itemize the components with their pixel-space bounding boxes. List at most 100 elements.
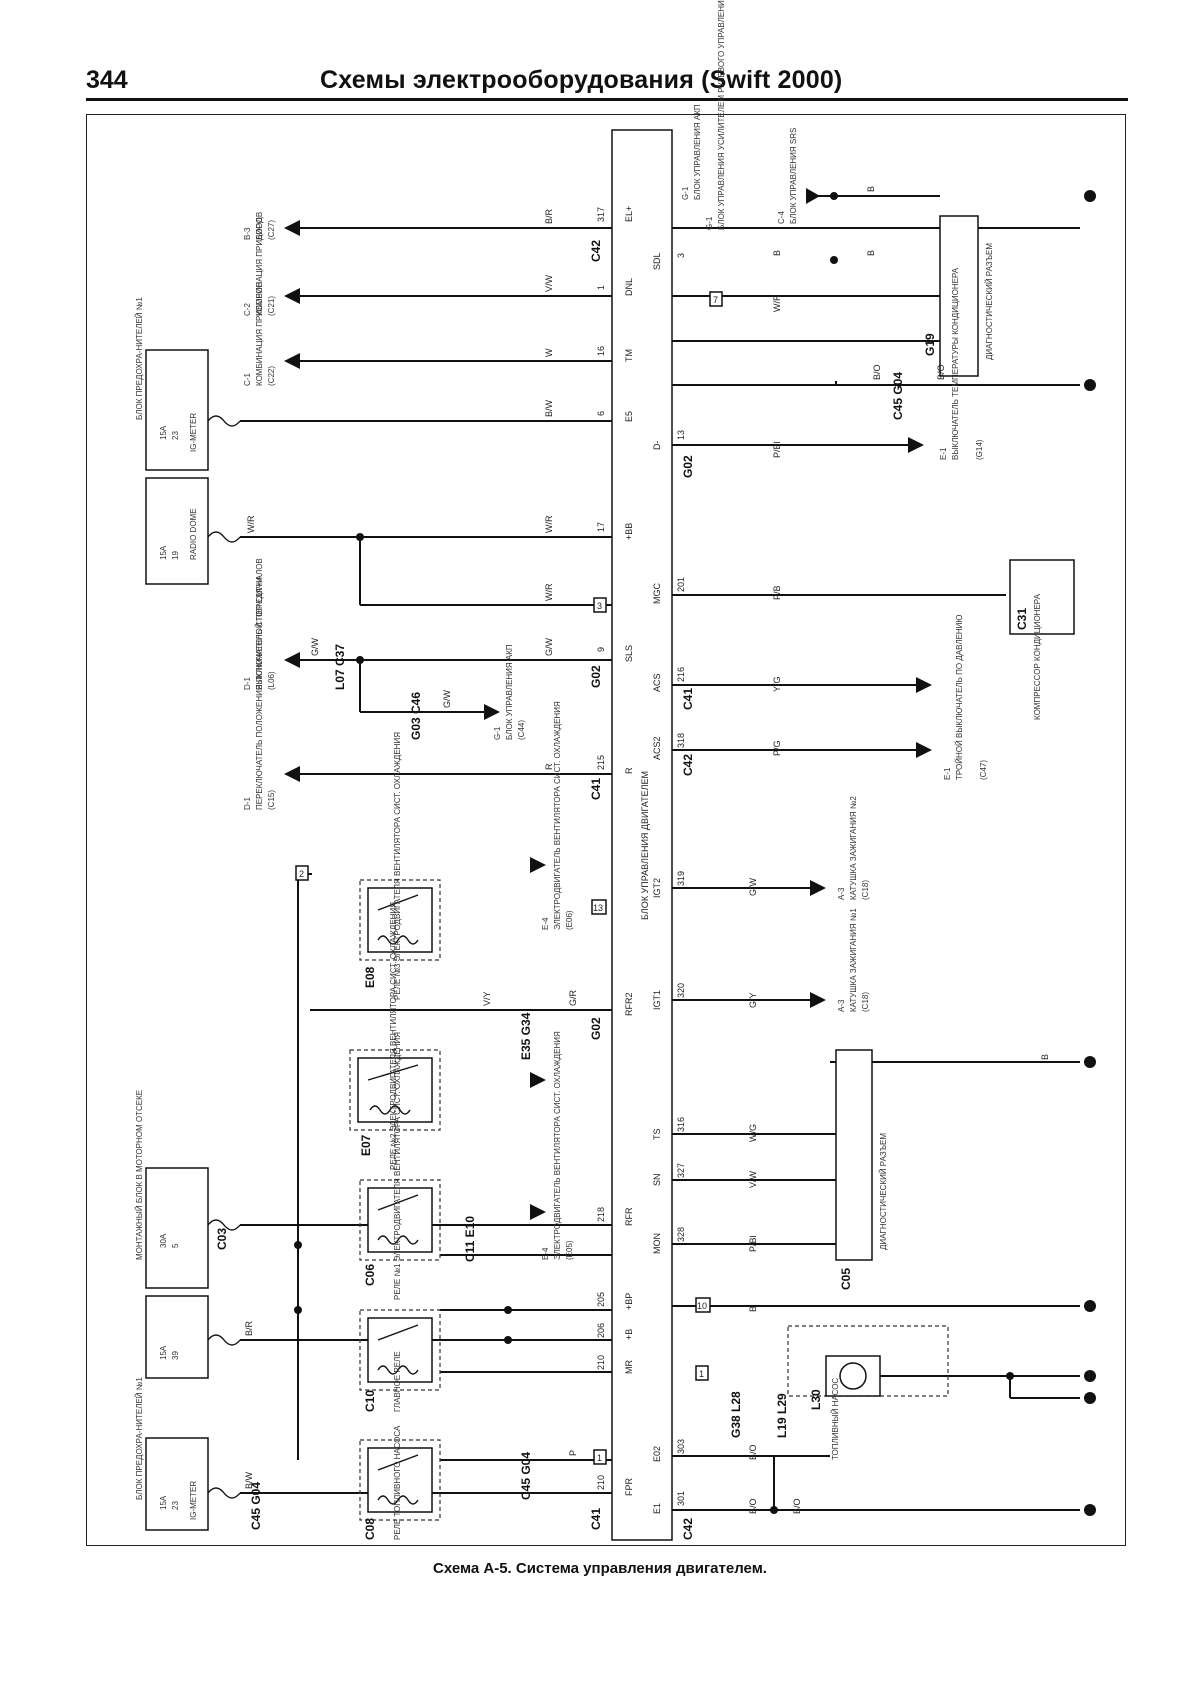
fuse-rating-2: 15A bbox=[159, 545, 168, 560]
wire-label: V/Y bbox=[482, 991, 492, 1006]
wire-label: G/W bbox=[748, 877, 758, 896]
target-cluster-2: КОМБИНАЦИЯ ПРИБОРОВ bbox=[255, 212, 264, 316]
fuel-pump-conn: L30 bbox=[809, 1389, 823, 1410]
wire-label: B bbox=[772, 250, 782, 256]
splice-label: G03 C46 bbox=[409, 692, 423, 740]
diag-connector-c05 bbox=[835, 1049, 873, 1261]
target-fan-motor-2-conn: (E06) bbox=[565, 910, 574, 930]
target-coil-2-conn: (C18) bbox=[861, 880, 870, 900]
boxed-refs: 3 7 13 2 10 1 1 bbox=[295, 291, 723, 1465]
ecu-pin-name: RFR bbox=[624, 1207, 634, 1226]
diag-g19-label: G19 bbox=[923, 333, 937, 356]
splice-label: E35 G34 bbox=[519, 1012, 533, 1060]
ecu-pin-num: 316 bbox=[676, 1117, 686, 1132]
fuse-label-2: RADIO DOME bbox=[189, 508, 198, 560]
target-coil-1-conn: (C18) bbox=[861, 992, 870, 1012]
target-at-ecu-r: БЛОК УПРАВЛЕНИЯ АКП bbox=[693, 104, 702, 200]
ecu-pin-name: DNL bbox=[624, 278, 634, 296]
wire-label: B/W bbox=[544, 399, 554, 417]
boxed-ref: 1 bbox=[699, 1369, 704, 1379]
target-at-ecu-conn: (C44) bbox=[517, 720, 526, 740]
fuse-symbols bbox=[207, 415, 241, 1499]
target-coil-2: КАТУШКА ЗАЖИГАНИЯ №2 bbox=[849, 796, 858, 900]
left-splice-labels: L07 C37 G03 C46 E35 G34 C11 E10 C45 G04 … bbox=[249, 644, 533, 1530]
wire-label: B/R bbox=[244, 1320, 254, 1336]
ecu-right-pins: SDL 3 G02 D- 13 MGC 201 C41 ACS 216 C42 … bbox=[652, 252, 695, 1540]
ecu-pin-num: 317 bbox=[596, 207, 606, 222]
diag-c05-label: C05 bbox=[839, 1268, 853, 1290]
wire-label: P/B bbox=[772, 585, 782, 600]
target-cluster-2-ref: С-2 bbox=[243, 303, 252, 316]
target-pressure-switch: ТРОЙНОЙ ВЫКЛЮЧАТЕЛЬ ПО ДАВЛЕНИЮ bbox=[955, 614, 964, 780]
wire-label: G/Y bbox=[748, 992, 758, 1008]
relay-id-c10: C10 bbox=[363, 1390, 377, 1412]
wire-label: G/W bbox=[442, 689, 452, 708]
ecu-pin-num: 1 bbox=[596, 285, 606, 290]
wire-label: B/O bbox=[936, 364, 946, 380]
diag-g19-text: ДИАГНОСТИЧЕСКИЙ РАЗЪЕМ bbox=[985, 243, 994, 360]
wire-label: P bbox=[568, 1450, 578, 1456]
ecu-pin-name: IGT1 bbox=[652, 990, 662, 1010]
relay-boxes bbox=[349, 879, 441, 1521]
ecu-pin-name: E1 bbox=[652, 1503, 662, 1514]
wire-label: W/R bbox=[544, 515, 554, 533]
ecu-pin-num: 210 bbox=[596, 1475, 606, 1490]
header-rule bbox=[86, 98, 1128, 101]
splice-label: L19 L29 bbox=[775, 1393, 789, 1438]
boxed-ref: 1 bbox=[597, 1453, 602, 1463]
splice-label: G38 L28 bbox=[729, 1391, 743, 1438]
fuse-block-4 bbox=[145, 1295, 209, 1379]
target-stop-switch-ref: D-1 bbox=[243, 677, 252, 690]
ecu-pin-num: 210 bbox=[596, 1355, 606, 1370]
relay-label-c08: РЕЛЕ ТОПЛИВНОГО НАСОСА bbox=[393, 1425, 402, 1540]
target-cluster-2-conn: (С21) bbox=[267, 296, 276, 316]
target-stop-switch-conn: (L06) bbox=[267, 671, 276, 690]
ecu-pin-name: FPR bbox=[624, 1477, 634, 1496]
splice-label: C45 G04 bbox=[249, 1482, 263, 1530]
ecu-conn-label: C41 bbox=[589, 1508, 603, 1530]
target-coil-1-ref: A-3 bbox=[837, 999, 846, 1012]
target-eps-ref: G-1 bbox=[705, 216, 714, 230]
relay-id-c08: C08 bbox=[363, 1518, 377, 1540]
ecu-pin-num: 206 bbox=[596, 1323, 606, 1338]
boxed-ref: 2 bbox=[299, 869, 304, 879]
ecu-pin-name: +BP bbox=[624, 1293, 634, 1310]
target-cluster-1-conn: (С22) bbox=[267, 366, 276, 386]
wire-label: B/R bbox=[544, 208, 554, 224]
ecu-pin-num: 201 bbox=[676, 577, 686, 592]
wire-label: W bbox=[544, 348, 554, 357]
target-coil-2-ref: A-3 bbox=[837, 887, 846, 900]
splice-label: L07 C37 bbox=[333, 644, 347, 690]
wire-label: G/R bbox=[568, 989, 578, 1006]
splice-label: C11 E10 bbox=[463, 1216, 477, 1262]
target-srs-ref: С-4 bbox=[777, 211, 786, 224]
fuse-block-2 bbox=[145, 477, 209, 585]
ground-symbols bbox=[1084, 190, 1096, 1516]
fuse-block-5 bbox=[145, 1437, 209, 1531]
ecu-conn-label: C42 bbox=[681, 1518, 695, 1540]
target-low-gear-ref: D-1 bbox=[243, 797, 252, 810]
fuse-label-1: IG-METER bbox=[189, 413, 198, 452]
fuse-id-2: 19 bbox=[171, 551, 180, 560]
target-fan-motor-1-conn: (E05) bbox=[565, 1240, 574, 1260]
relay-label-c10: ГЛАВНОЕ РЕЛЕ bbox=[393, 1351, 402, 1412]
ecu-pin-num: 9 bbox=[596, 647, 606, 652]
wire-label: B bbox=[866, 186, 876, 192]
ecu-pin-name: E02 bbox=[652, 1446, 662, 1462]
ecu-conn-label: G02 bbox=[589, 1017, 603, 1040]
diagram-frame bbox=[86, 114, 1126, 1546]
target-cluster-1-ref: С-1 bbox=[243, 373, 252, 386]
relay-id-e08: E08 bbox=[363, 966, 377, 988]
wire-label: Y/G bbox=[772, 676, 782, 692]
ecu-conn-label: G02 bbox=[681, 455, 695, 478]
target-fan-motor-2: ЭЛЕКТРОДВИГАТЕЛЬ ВЕНТИЛЯТОРА СИСТ. ОХЛАЖ… bbox=[553, 701, 562, 930]
ecu-conn-label: C42 bbox=[589, 240, 603, 262]
fuse-id-3: 5 bbox=[171, 1243, 180, 1248]
page-title: Схемы электрооборудования (Swift 2000) bbox=[320, 66, 843, 94]
relay-label-e08: РЕЛЕ №3 ЭЛЕКТРОДВИГАТЕЛЯ ВЕНТИЛЯТОРА СИС… bbox=[393, 732, 402, 1000]
ecu-pin-name: ACS bbox=[652, 673, 662, 692]
target-diode: ДИОД bbox=[255, 217, 264, 240]
ac-compressor-conn: C31 bbox=[1015, 608, 1029, 630]
target-low-gear: ПЕРЕКЛЮЧАТЕЛЬ ПОЛОЖЕНИЯ ПОНИЖЕННОЙ ПЕРЕД… bbox=[255, 577, 264, 810]
fuse-block-3 bbox=[145, 1167, 209, 1289]
